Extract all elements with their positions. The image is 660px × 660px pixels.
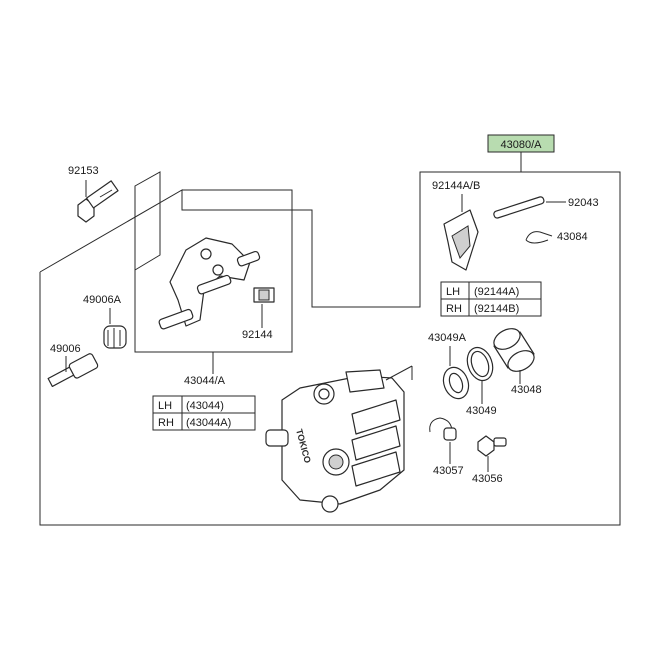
label-92043: 92043 <box>568 197 599 209</box>
label-49006A: 49006A <box>83 294 122 306</box>
r-clip-icon <box>525 231 553 244</box>
bracket-table-side-rh: RH <box>158 417 174 429</box>
label-43044: 43044/A <box>184 375 226 387</box>
label-49006: 49006 <box>50 343 81 355</box>
piston-seal-icon <box>466 346 494 382</box>
spring-clip-icon <box>253 287 275 303</box>
spring-table: LH (92144A) RH (92144B) <box>440 281 542 317</box>
bleeder-cap-icon <box>429 417 457 441</box>
label-43084: 43084 <box>557 231 588 243</box>
label-43049: 43049 <box>466 405 497 417</box>
label-92144: 92144 <box>242 329 273 341</box>
spring-table-side-lh: LH <box>446 286 460 298</box>
spring-table-code-lh: (92144A) <box>474 286 519 298</box>
caliper-bracket-icon <box>158 237 261 330</box>
bracket-table-side-lh: LH <box>158 400 172 412</box>
assembly-frame <box>39 171 621 526</box>
spring-table-code-rh: (92144B) <box>474 303 519 315</box>
piston-icon <box>493 328 535 372</box>
assembly-label-text: 43080/A <box>501 139 543 151</box>
bolt-icon <box>77 180 119 223</box>
label-92144AB: 92144A/B <box>432 180 480 192</box>
label-43057: 43057 <box>433 465 464 477</box>
spring-table-side-rh: RH <box>446 303 462 315</box>
dust-seal-icon <box>442 366 470 400</box>
pad-spring-icon <box>443 209 479 271</box>
pad-pin-icon <box>493 196 545 219</box>
label-43048: 43048 <box>511 384 542 396</box>
slide-pin-icon <box>47 353 99 388</box>
label-43049A: 43049A <box>428 332 467 344</box>
dust-boot-icon <box>103 325 127 349</box>
caliper-body-icon: TOKICO <box>265 369 405 513</box>
bleeder-valve-icon <box>477 435 507 457</box>
bracket-table-code-lh: (43044) <box>186 400 224 412</box>
bracket-table: LH (43044) RH (43044A) <box>152 395 256 431</box>
label-43056: 43056 <box>472 473 503 485</box>
assembly-label: 43080/A <box>487 134 555 172</box>
bracket-frame <box>134 171 293 353</box>
bracket-table-code-rh: (43044A) <box>186 417 231 429</box>
label-92153: 92153 <box>68 165 99 177</box>
